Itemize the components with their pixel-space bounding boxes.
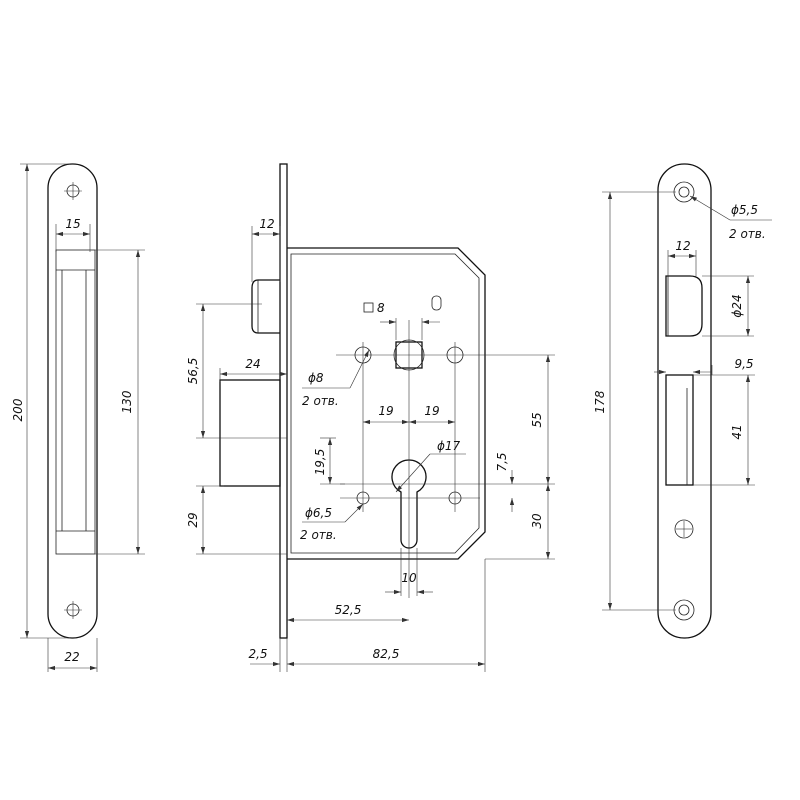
strike-screw-hole-middle <box>674 519 694 539</box>
strike-latch-opening <box>665 275 703 337</box>
dim-strike-hole: ϕ5,5 <box>731 203 758 217</box>
dim-spindle-square: 8 <box>377 301 385 315</box>
lock-body-view: 12 56,5 24 19,5 29 8 ϕ8 2 отв. <box>186 163 555 672</box>
dim-strike-length: 178 <box>593 390 607 413</box>
dim-spacing-19-right: 19 <box>424 404 439 418</box>
dim-29: 29 <box>186 512 200 527</box>
strike-hole-bottom <box>673 599 695 621</box>
dim-strike-bolt-width: 9,5 <box>734 357 753 371</box>
dim-56-5: 56,5 <box>186 358 200 385</box>
dim-19-5: 19,5 <box>313 449 327 476</box>
dim-plate-thickness: 2,5 <box>248 647 267 661</box>
dim-opening-width: 15 <box>65 217 80 231</box>
dead-bolt <box>219 379 281 487</box>
dim-strike-bolt-height: 41 <box>730 424 744 439</box>
square-symbol <box>363 302 374 313</box>
dim-faceplate-length: 200 <box>11 398 25 421</box>
dim-hole-d8-qty: 2 отв. <box>302 394 339 408</box>
dim-hole-d6-5-qty: 2 отв. <box>300 528 337 542</box>
side-faceplate <box>279 163 288 639</box>
faceplate-opening <box>55 249 96 555</box>
dim-hole-d6-5: ϕ6,5 <box>305 506 332 520</box>
strike-plate-outline <box>657 163 712 639</box>
lock-body-outline <box>287 247 486 560</box>
indicator-slot <box>431 295 442 311</box>
faceplate-view: 200 22 15 130 <box>11 163 145 672</box>
strike-bolt-opening <box>665 374 694 486</box>
strike-plate-view: 178 ϕ5,5 2 отв. 12 ϕ24 9,5 41 <box>593 163 772 639</box>
dim-spacing-19-left: 19 <box>378 404 393 418</box>
faceplate-outline <box>47 163 98 639</box>
dim-7-5: 7,5 <box>495 452 509 471</box>
dim-body-width: 82,5 <box>373 647 400 661</box>
dim-hole-d8: ϕ8 <box>308 371 324 385</box>
cylinder-cutout <box>391 459 427 549</box>
dim-backset-52-5: 52,5 <box>335 603 362 617</box>
dim-cylinder-d17: ϕ17 <box>437 439 461 453</box>
dim-latch-width: 12 <box>259 217 274 231</box>
strike-hole-top <box>673 181 695 203</box>
dim-strike-hole-qty: 2 отв. <box>729 227 766 241</box>
dim-strike-latch-width: 12 <box>675 239 690 253</box>
dim-strike-latch-height: ϕ24 <box>730 294 744 317</box>
dim-opening-height: 130 <box>120 390 134 413</box>
dim-slot-width: 10 <box>401 571 417 585</box>
dim-faceplate-width: 22 <box>64 650 79 664</box>
dim-30: 30 <box>530 513 544 529</box>
dim-55: 55 <box>530 412 544 427</box>
dim-deadbolt-width: 24 <box>245 357 260 371</box>
latch-bolt <box>251 279 280 334</box>
